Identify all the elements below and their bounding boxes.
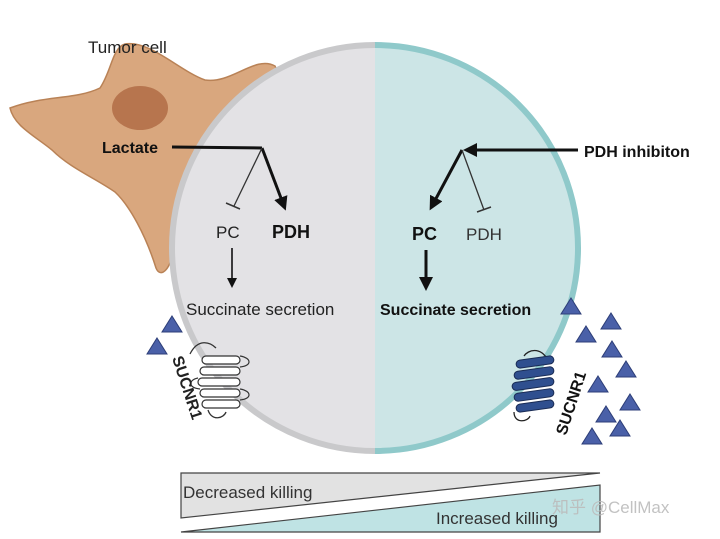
- arrow-to-pdh-left: [260, 147, 288, 211]
- receptor-right-helix: [513, 388, 555, 402]
- decreased-killing-label: Decreased killing: [183, 483, 312, 502]
- pc-label-right: PC: [412, 224, 437, 244]
- killing-bars: Decreased killing Increased killing: [180, 472, 601, 533]
- sucnr1-receptor-right: [511, 349, 555, 422]
- increased-killing-label: Increased killing: [436, 509, 558, 528]
- tumor-cell: [9, 43, 277, 274]
- arrow-to-pc-right: [429, 149, 464, 211]
- pc-label-left: PC: [216, 223, 240, 242]
- tumor-cell-nucleus: [112, 86, 168, 130]
- succinate-triangle: [615, 360, 637, 378]
- inhibit-bar-pc-left: [225, 202, 241, 210]
- inhibit-line-pdh-right: [461, 149, 485, 211]
- lactate-label: Lactate: [102, 140, 158, 157]
- tumor-cell-label: Tumor cell: [88, 38, 167, 57]
- left-pathway: [171, 145, 288, 288]
- receptor-right-helix: [515, 399, 555, 413]
- pdh-label-right: PDH: [466, 225, 502, 244]
- receptor-right-helix: [515, 355, 555, 369]
- succinate-triangle: [609, 419, 631, 437]
- immune-cell: [169, 42, 581, 454]
- inhibit-bar-pdh-right: [476, 206, 492, 213]
- succinate-label-right: Succinate secretion: [380, 302, 531, 319]
- inhibit-line-pc-left: [233, 147, 263, 207]
- succinate-triangle: [560, 297, 582, 315]
- succinate-triangle: [587, 375, 609, 393]
- immune-cell-left-half: [170, 43, 375, 453]
- sucnr1-label-right: SUCNR1: [554, 369, 591, 437]
- sucnr1-label-left: SUCNR1: [168, 354, 205, 422]
- succinate-label-left: Succinate secretion: [186, 300, 334, 319]
- receptor-left-loops: [190, 355, 250, 401]
- succinate-triangle: [575, 325, 597, 343]
- immune-cell-left-border: [169, 42, 375, 454]
- receptor-right-helix: [511, 377, 555, 391]
- succinate-triangle: [600, 312, 622, 330]
- receptor-left-helix: [197, 377, 241, 387]
- receptor-right-end: [513, 411, 531, 422]
- lactate-arrow-line: [171, 145, 263, 150]
- sucnr1-receptor-left: [189, 342, 250, 419]
- receptor-left-end: [207, 409, 227, 419]
- receptor-left-helix: [201, 355, 241, 365]
- receptor-left-helix: [199, 366, 241, 376]
- receptor-left-helix: [199, 388, 241, 398]
- right-pathway: [419, 143, 578, 291]
- watermark: 知乎 @CellMax: [552, 498, 670, 517]
- receptor-left-helix: [201, 399, 241, 409]
- pdh-inhibitor-label: PDH inhibiton: [584, 144, 690, 161]
- immune-cell-right-half: [375, 43, 580, 453]
- increased-killing-wedge: [180, 484, 601, 533]
- pdh-label-left: PDH: [272, 222, 310, 242]
- succinate-triangle: [619, 393, 641, 411]
- succinate-triangle: [601, 340, 623, 358]
- receptor-right-helix: [513, 366, 555, 380]
- succinate-triangle: [595, 405, 617, 423]
- decreased-killing-wedge: [180, 472, 601, 519]
- succinate-triangle: [146, 337, 168, 355]
- immune-cell-right-border: [375, 42, 581, 454]
- succinate-triangle: [581, 427, 603, 445]
- succinate-triangle: [161, 315, 183, 333]
- receptor-left-tail: [189, 342, 217, 355]
